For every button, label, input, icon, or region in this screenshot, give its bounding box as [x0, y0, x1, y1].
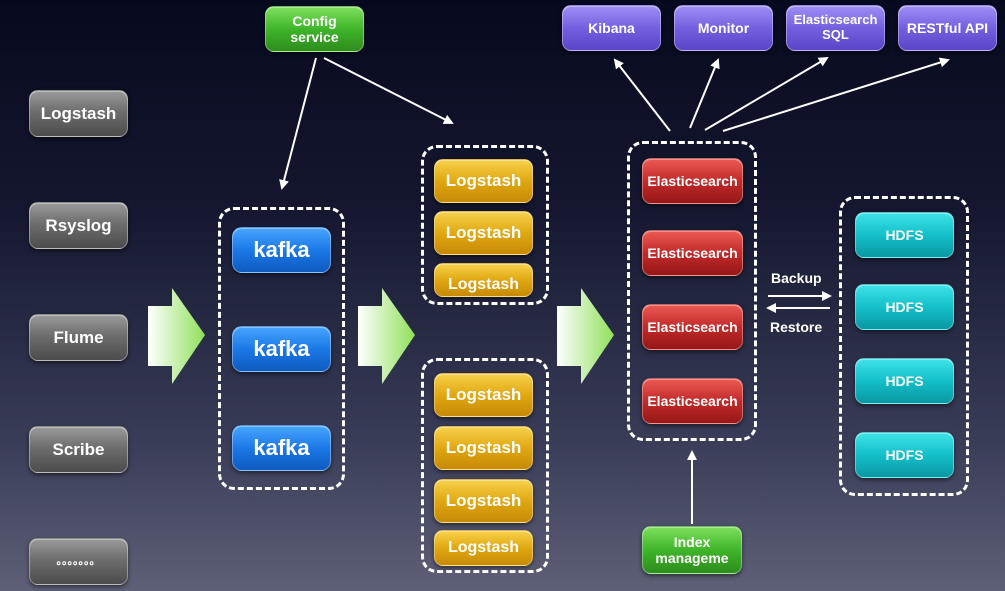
kafka-node[interactable]: kafka — [232, 227, 331, 273]
flow-arrow-logstash-to-elasticsearch — [557, 288, 614, 384]
elasticsearch-node[interactable]: Elasticsearch — [642, 304, 743, 350]
flow-arrow-sources-to-kafka — [148, 288, 205, 384]
restore-label: Restore — [770, 319, 823, 335]
hdfs-node[interactable]: HDFS — [855, 212, 954, 258]
consumer-restful-api[interactable]: RESTful API — [898, 5, 997, 51]
source-rsyslog[interactable]: Rsyslog — [29, 202, 128, 249]
kafka-node[interactable]: kafka — [232, 326, 331, 372]
elasticsearch-node[interactable]: Elasticsearch — [642, 230, 743, 276]
kafka-cluster — [218, 207, 345, 490]
elasticsearch-node[interactable]: Elasticsearch — [642, 158, 743, 204]
consumer-elasticsearch-sql[interactable]: Elasticsearch SQL — [786, 5, 885, 51]
logstash-node[interactable]: Logstash — [434, 530, 533, 566]
config-service[interactable]: Config service — [265, 6, 364, 52]
logstash-cluster-top — [421, 145, 549, 305]
logstash-node[interactable]: Logstash — [434, 426, 533, 470]
hdfs-node[interactable]: HDFS — [855, 358, 954, 404]
index-management[interactable]: Index manageme — [642, 526, 742, 574]
consumer-kibana[interactable]: Kibana — [562, 5, 661, 51]
source-more[interactable]: 。。。。。。。 — [29, 538, 128, 585]
arrow-es-to-es-sql — [704, 56, 829, 131]
source-flume[interactable]: Flume — [29, 314, 128, 361]
logstash-node[interactable]: Logstash — [434, 211, 533, 255]
arrow-es-to-monitor — [689, 58, 720, 129]
logstash-cluster-bottom — [421, 358, 549, 573]
backup-label: Backup — [771, 270, 822, 286]
arrow-es-to-restful-api — [722, 57, 950, 132]
hdfs-cluster — [839, 196, 969, 496]
source-logstash[interactable]: Logstash — [29, 90, 128, 137]
consumer-monitor[interactable]: Monitor — [674, 5, 773, 51]
elasticsearch-cluster — [627, 141, 757, 441]
arrow-config-to-kafka — [279, 57, 317, 190]
source-scribe[interactable]: Scribe — [29, 426, 128, 473]
logstash-node[interactable]: Logstash — [434, 373, 533, 417]
kafka-node[interactable]: kafka — [232, 425, 331, 471]
logstash-node[interactable]: Logstash — [434, 479, 533, 523]
arrow-es-to-kibana — [613, 58, 671, 132]
elasticsearch-node[interactable]: Elasticsearch — [642, 378, 743, 424]
hdfs-node[interactable]: HDFS — [855, 284, 954, 330]
hdfs-node[interactable]: HDFS — [855, 432, 954, 478]
logstash-node[interactable]: Logstash — [434, 263, 533, 297]
flow-arrow-kafka-to-logstash — [358, 288, 415, 384]
arrow-config-to-logstash — [323, 57, 454, 124]
logstash-node[interactable]: Logstash — [434, 159, 533, 203]
